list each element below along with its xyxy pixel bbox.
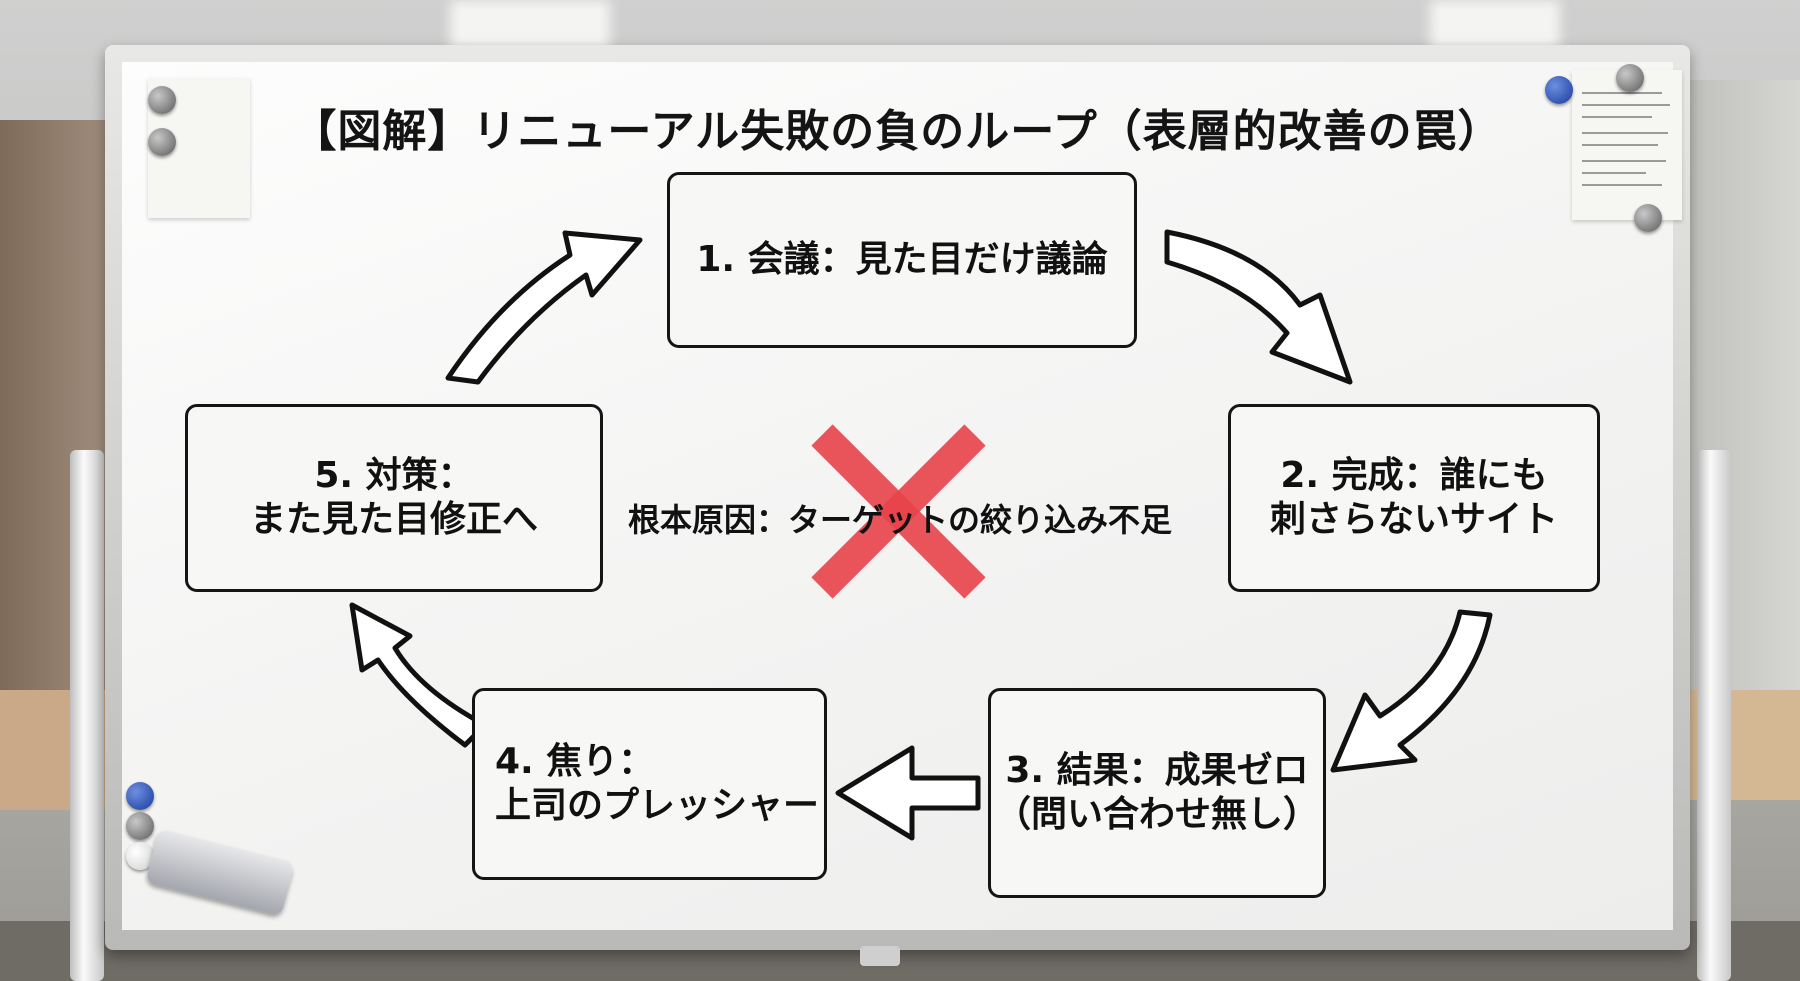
- step-3-label-line2: （問い合わせ無し）: [994, 794, 1319, 835]
- magnet-gray: [1634, 204, 1662, 232]
- ceiling-light: [450, 0, 610, 50]
- arrow-1-to-2: [1164, 229, 1353, 385]
- diagram-title: 【図解】リニューアル失敗の負のループ（表層的改善の罠）: [292, 106, 1503, 157]
- stand-leg-right: [1697, 450, 1731, 981]
- arrow-5-to-1: [445, 230, 643, 385]
- step-5-label-line1: 5. 対策：: [314, 455, 474, 497]
- wall-right: [1670, 80, 1800, 800]
- step-3-label-line1: 3. 結果：成果ゼロ: [1005, 750, 1309, 792]
- step-4-label-line2: 上司のプレッシャー: [495, 785, 820, 826]
- magnet-gray: [1616, 64, 1644, 92]
- paper-note-right: [1572, 70, 1682, 220]
- ceiling-light: [1430, 0, 1560, 50]
- step-1-label: 1. 会議：見た目だけ議論: [696, 239, 1108, 281]
- arrow-2-to-3: [1330, 609, 1493, 773]
- arrow-3-to-4: [835, 745, 981, 841]
- step-box-1: 1. 会議：見た目だけ議論: [667, 172, 1137, 348]
- step-4-label-line1: 4. 焦り：: [495, 741, 655, 783]
- step-box-2: 2. 完成：誰にも 刺さらないサイト: [1228, 404, 1600, 592]
- arrow-4-to-5: [349, 602, 488, 748]
- step-box-3: 3. 結果：成果ゼロ （問い合わせ無し）: [988, 688, 1326, 898]
- step-box-5: 5. 対策： また見た目修正へ: [185, 404, 603, 592]
- magnet-gray: [148, 128, 176, 156]
- step-2-label-line1: 2. 完成：誰にも: [1280, 455, 1548, 497]
- root-cause-text: 根本原因：ターゲットの絞り込み不足: [627, 501, 1172, 539]
- step-2-label-line2: 刺さらないサイト: [1269, 499, 1558, 540]
- step-box-4: 4. 焦り： 上司のプレッシャー: [472, 688, 827, 880]
- marker-tray: [860, 946, 900, 966]
- table-right: [1670, 690, 1800, 800]
- step-5-label-line2: また見た目修正へ: [249, 499, 538, 540]
- cross-mark: [811, 424, 986, 599]
- magnet-gray: [126, 812, 154, 840]
- magnet-blue: [1545, 76, 1573, 104]
- magnet-gray: [148, 86, 176, 114]
- magnet-blue: [126, 782, 154, 810]
- stand-leg-left: [70, 450, 104, 981]
